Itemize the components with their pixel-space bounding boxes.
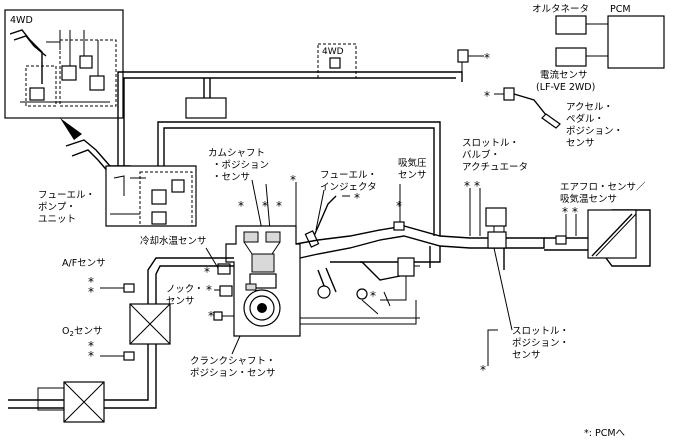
injector-label-2: インジェクタ	[320, 182, 377, 193]
inset-4wd-detail: 4WD	[4, 9, 124, 119]
airflow-asterisk-2: *	[572, 205, 578, 219]
inset-pointer	[60, 118, 82, 140]
airflow-label-1: エアフロ・センサ／	[560, 182, 646, 193]
tps-label-3: センサ	[512, 350, 541, 361]
cam-asterisk-1: *	[238, 199, 244, 213]
throttle-actuator-label-2: バルブ・	[462, 149, 500, 161]
crank-asterisk: *	[208, 309, 214, 323]
o2-asterisk-1: *	[88, 339, 94, 353]
map-asterisk: *	[396, 199, 402, 213]
current-sensor-label-2: (LF-VE 2WD)	[536, 82, 595, 93]
purge-asterisk: *	[484, 51, 490, 65]
accel-label-2: ペダル・	[566, 113, 604, 125]
fuel-injector	[304, 195, 337, 248]
tps-asterisk: *	[480, 363, 486, 377]
injector-asterisk: *	[354, 191, 360, 205]
cam-label-1: カムシャフト	[208, 148, 265, 159]
knock-asterisk: *	[206, 283, 212, 297]
accel-label-1: アクセル・	[566, 102, 613, 113]
knock-label-2: センサ	[166, 296, 195, 307]
throttle-actuator-label-3: アクチュエータ	[462, 162, 528, 173]
af-sensor-label: A/Fセンサ	[62, 258, 106, 269]
af-asterisk-1: *	[88, 275, 94, 289]
accel-label-4: センサ	[566, 138, 595, 149]
fuel-pump-label-1: フューエル・	[38, 190, 95, 201]
throttle-actuator-label-1: スロットル・	[462, 138, 519, 149]
map-label-2: センサ	[398, 170, 427, 181]
throttle-asterisk-1: *	[464, 179, 470, 193]
upper-piping	[117, 71, 463, 236]
pcm-label: PCM	[610, 4, 631, 15]
fuel-tank	[65, 139, 197, 227]
o2-asterisk-2: *	[88, 349, 94, 363]
inset-4wd-title: 4WD	[10, 15, 33, 26]
4wd-box-label: 4WD	[322, 47, 344, 57]
airflow-asterisk-1: *	[562, 205, 568, 219]
injector-label-1: フューエル・	[320, 170, 377, 181]
intake-system	[295, 207, 651, 315]
4wd-option-box: 4WD	[317, 43, 357, 79]
crank-label-1: クランクシャフト・	[190, 356, 276, 367]
alternator-label: オルタネータ	[532, 4, 589, 15]
purge-solenoid: *	[457, 49, 490, 72]
cam-asterisk-4: *	[290, 173, 296, 187]
tps-label-1: スロットル・	[512, 326, 569, 337]
crank-label-2: ポジション・センサ	[190, 368, 276, 379]
af-asterisk-2: *	[88, 285, 94, 299]
pcm-cluster: オルタネータ PCM 電流センサ (LF-VE 2WD)	[532, 4, 665, 93]
accel-label-3: ポジション・	[566, 126, 623, 137]
fuel-pump-label-3: ユニット	[38, 214, 76, 225]
accel-asterisk: *	[484, 89, 490, 103]
cam-label-2: ・ポジション	[212, 160, 269, 171]
cam-asterisk-2: *	[262, 199, 268, 213]
current-sensor-label-1: 電流センサ	[540, 69, 588, 81]
tps-leader	[493, 247, 513, 331]
cam-asterisk-3: *	[276, 199, 282, 213]
cam-label-3: ・センサ	[212, 172, 250, 183]
coolant-sensor-label: 冷却水温センサ	[140, 235, 207, 247]
fuel-pump-label-2: ポンプ・	[38, 202, 76, 213]
engine-block	[213, 225, 420, 337]
accelerator-pedal: * アクセル・ ペダル・ ポジション・ センサ	[484, 87, 623, 149]
throttle-asterisk-2: *	[474, 179, 480, 193]
exhaust-system	[8, 257, 234, 423]
purge-line-asterisk: *	[370, 289, 376, 303]
o2-sensor-label: O2センサ	[62, 326, 102, 338]
coolant-asterisk: *	[204, 265, 210, 279]
knock-label-1: ノック・	[166, 284, 204, 295]
map-label-1: 吸気圧	[398, 157, 427, 169]
tps-label-2: ポジション・	[512, 338, 569, 349]
airflow-label-2: 吸気温センサ	[560, 193, 617, 205]
legend-pcm-note: *: PCMへ	[584, 428, 626, 439]
